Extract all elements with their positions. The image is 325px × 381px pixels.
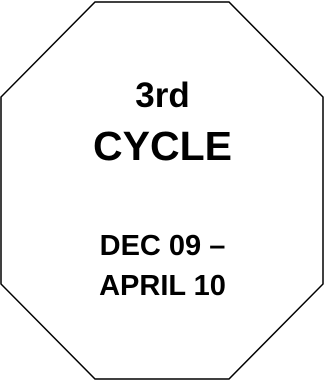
date-start-text: DEC 09 – [99, 230, 226, 262]
date-end-text: APRIL 10 [99, 270, 226, 302]
cycle-word-text: CYCLE [93, 123, 232, 169]
cycle-number-text: 3rd [135, 76, 190, 115]
